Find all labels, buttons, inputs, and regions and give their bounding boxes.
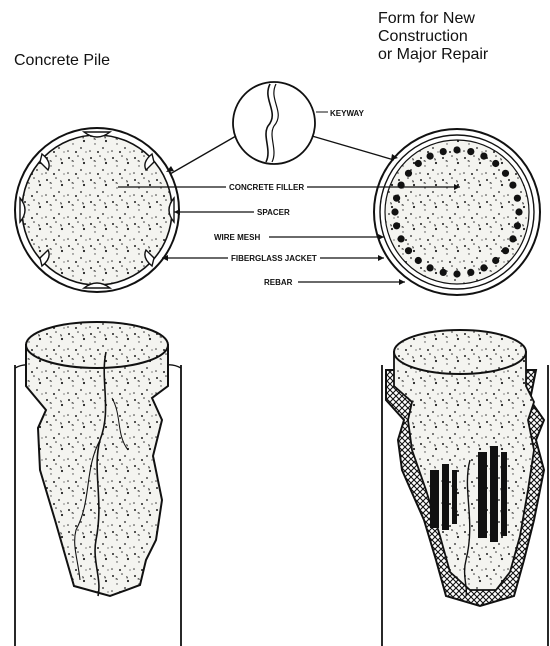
rebar-dot: [514, 222, 521, 229]
rebar-dot: [398, 182, 405, 189]
rebar-dot: [502, 247, 509, 254]
rebar-label: REBAR: [264, 278, 293, 287]
rebar-dot: [427, 264, 434, 271]
rebar-dot: [440, 148, 447, 155]
form-top-cap: [394, 330, 526, 374]
rebar-dot: [492, 160, 499, 167]
wire-mesh-label: WIRE MESH: [214, 233, 260, 242]
rebar-dot: [427, 153, 434, 160]
rebar-dot: [509, 182, 516, 189]
keyway-detail: KEYWAY: [166, 82, 398, 174]
damaged-pile-illustration: [15, 322, 181, 646]
rebar-dot: [453, 146, 460, 153]
fiberglass-jacket-label: FIBERGLASS JACKET: [231, 254, 317, 263]
rebar-dot: [492, 257, 499, 264]
rebar-dot: [391, 208, 398, 215]
rebar-dot: [398, 235, 405, 242]
rebar-dot: [480, 264, 487, 271]
form-cross-section: [374, 129, 540, 295]
rebar-dot: [415, 160, 422, 167]
keyway-label: KEYWAY: [330, 109, 365, 118]
rebar-dot: [453, 270, 460, 277]
concrete-pile-cross-section: [15, 128, 179, 292]
rebar-dot: [467, 148, 474, 155]
pile-top-cap: [26, 322, 168, 368]
rebar-dot: [440, 269, 447, 276]
concrete-filler-label: CONCRETE FILLER: [229, 183, 304, 192]
rebar-dot: [415, 257, 422, 264]
rebar-dot: [405, 247, 412, 254]
rebar-dot: [405, 170, 412, 177]
rebar-dot: [514, 195, 521, 202]
rebar-dot: [480, 153, 487, 160]
rebar-dot: [467, 269, 474, 276]
rebar-dot: [509, 235, 516, 242]
spacer-label: SPACER: [257, 208, 290, 217]
rebar-dot: [515, 208, 522, 215]
rebar-dot: [393, 195, 400, 202]
form-concrete-core: [385, 140, 529, 284]
rebar-dot: [393, 222, 400, 229]
rebar-dot: [502, 170, 509, 177]
formed-pile-illustration: [382, 330, 548, 646]
